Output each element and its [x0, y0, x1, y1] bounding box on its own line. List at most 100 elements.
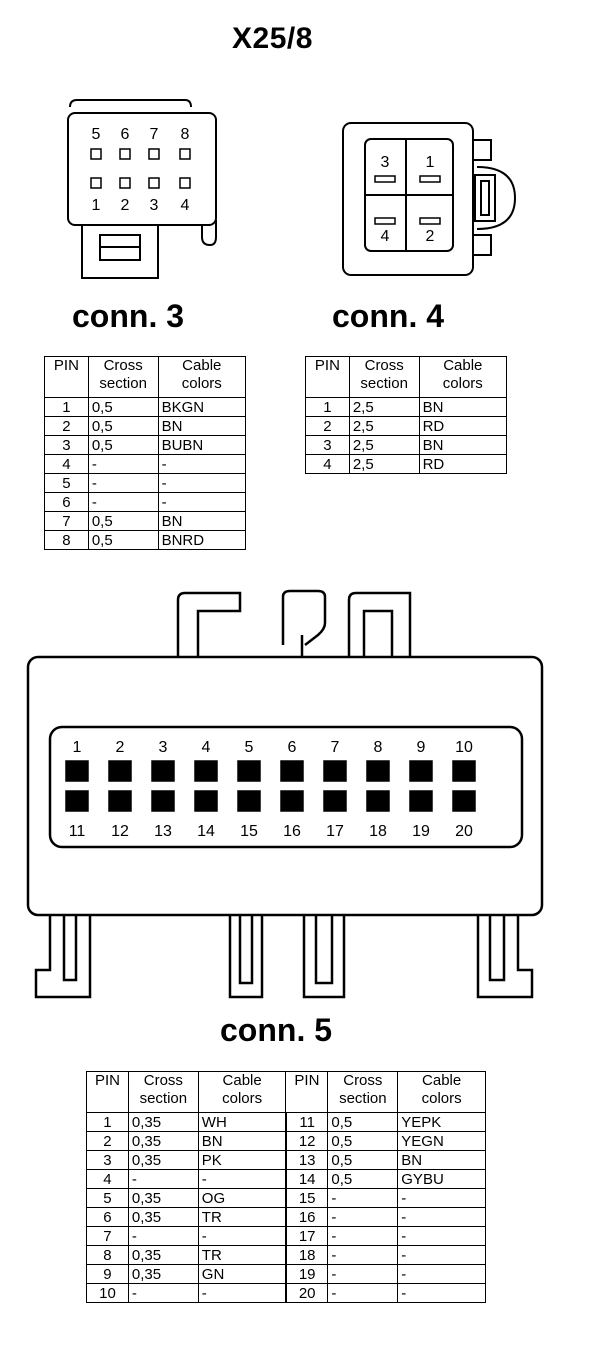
cable-color-cell: - — [157, 492, 247, 512]
pin-cell: 7 — [44, 511, 89, 531]
cable-color-cell: BKGN — [157, 397, 247, 417]
pin-number-label: 7 — [150, 126, 159, 143]
pin-socket — [179, 148, 191, 160]
pin-socket — [65, 760, 89, 782]
cross-section-cell: - — [327, 1264, 399, 1284]
cross-section-cell: - — [327, 1226, 399, 1246]
cross-section-cell: 2,5 — [348, 454, 420, 474]
pin-cell: 10 — [86, 1283, 129, 1303]
pin-number-label: 15 — [240, 823, 258, 840]
pin-number-label: 6 — [288, 739, 297, 756]
pin-number-label: 2 — [426, 228, 435, 245]
pin-cell: 11 — [284, 1112, 329, 1132]
cable-color-cell: - — [197, 1169, 287, 1189]
cable-color-cell: GYBU — [397, 1169, 486, 1189]
cross-section-cell: 0,35 — [127, 1207, 199, 1227]
pin-number-label: 4 — [181, 197, 190, 214]
pin-number-label: 1 — [73, 739, 82, 756]
header-cross-section: Cross section — [87, 356, 159, 398]
cross-section-cell: 0,35 — [127, 1264, 199, 1284]
pin-cell: 14 — [284, 1169, 329, 1189]
pin-socket — [452, 790, 476, 812]
page-title: X25/8 — [232, 22, 313, 55]
pin-socket — [108, 790, 132, 812]
cross-section-cell: - — [87, 473, 159, 493]
header-pin: PIN — [285, 1071, 329, 1113]
cross-section-cell: 2,5 — [348, 397, 420, 417]
pin-number-label: 18 — [369, 823, 387, 840]
pin-number-label: 3 — [159, 739, 168, 756]
cross-section-cell: - — [327, 1188, 399, 1208]
pin-cell: 1 — [305, 397, 350, 417]
pin-cell: 13 — [284, 1150, 329, 1170]
pin-number-label: 9 — [417, 739, 426, 756]
cable-color-cell: OG — [197, 1188, 287, 1208]
pin-socket — [452, 760, 476, 782]
cross-section-cell: - — [127, 1169, 199, 1189]
header-pin: PIN — [305, 356, 350, 398]
pin-number-label: 1 — [426, 154, 435, 171]
cable-color-cell: - — [197, 1226, 287, 1246]
pin-number-label: 6 — [121, 126, 130, 143]
pin-number-label: 2 — [116, 739, 125, 756]
conn3-heading: conn. 3 — [72, 298, 185, 334]
cable-color-cell: - — [197, 1283, 287, 1303]
pin-number-label: 14 — [197, 823, 215, 840]
cross-section-cell: - — [327, 1283, 399, 1303]
pin-number-label: 4 — [202, 739, 211, 756]
pin-socket — [65, 790, 89, 812]
cable-color-cell: BN — [418, 397, 508, 417]
cross-section-cell: 2,5 — [348, 435, 420, 455]
pin-cell: 20 — [284, 1283, 329, 1303]
pin-number-label: 20 — [455, 823, 473, 840]
pin-socket — [323, 790, 347, 812]
cross-section-cell: - — [327, 1207, 399, 1227]
pin-cell: 19 — [284, 1264, 329, 1284]
pin-number-label: 8 — [374, 739, 383, 756]
pin-cell: 18 — [284, 1245, 329, 1265]
pin-socket — [90, 177, 102, 189]
table-row: 10--20-- — [86, 1283, 486, 1303]
cable-color-cell: BN — [418, 435, 508, 455]
pin-number-label: 7 — [331, 739, 340, 756]
cross-section-cell: 0,35 — [127, 1112, 199, 1132]
pin-cell: 12 — [284, 1131, 329, 1151]
pin-number-label: 8 — [181, 126, 190, 143]
pin-cell: 2 — [305, 416, 350, 436]
pin-number-label: 3 — [150, 197, 159, 214]
cable-color-cell: BN — [157, 416, 247, 436]
pin-cell: 4 — [305, 454, 350, 474]
cross-section-cell: 2,5 — [348, 416, 420, 436]
pin-cell: 3 — [86, 1150, 129, 1170]
header-cross-section: Cross section — [127, 1071, 199, 1113]
table-row: 7--17-- — [86, 1226, 486, 1246]
cable-color-cell: BUBN — [157, 435, 247, 455]
cable-color-cell: RD — [418, 454, 508, 474]
table-row: 5-- — [44, 473, 247, 493]
pin-socket — [179, 177, 191, 189]
pin-cell: 8 — [44, 530, 89, 550]
cross-section-cell: 0,35 — [127, 1131, 199, 1151]
header-cable-colors: Cable colors — [157, 356, 247, 398]
pin-number-label: 12 — [111, 823, 129, 840]
cable-color-cell: - — [397, 1188, 486, 1208]
cable-color-cell: BN — [157, 511, 247, 531]
pin-cell: 4 — [44, 454, 89, 474]
pin-socket — [237, 760, 261, 782]
cross-section-cell: - — [127, 1226, 199, 1246]
pin-blade — [419, 217, 441, 225]
pin-socket — [237, 790, 261, 812]
pin-number-label: 19 — [412, 823, 430, 840]
pin-number-label: 10 — [455, 739, 473, 756]
cross-section-cell: 0,5 — [87, 416, 159, 436]
pin-number-label: 2 — [121, 197, 130, 214]
cable-color-cell: BNRD — [157, 530, 247, 550]
